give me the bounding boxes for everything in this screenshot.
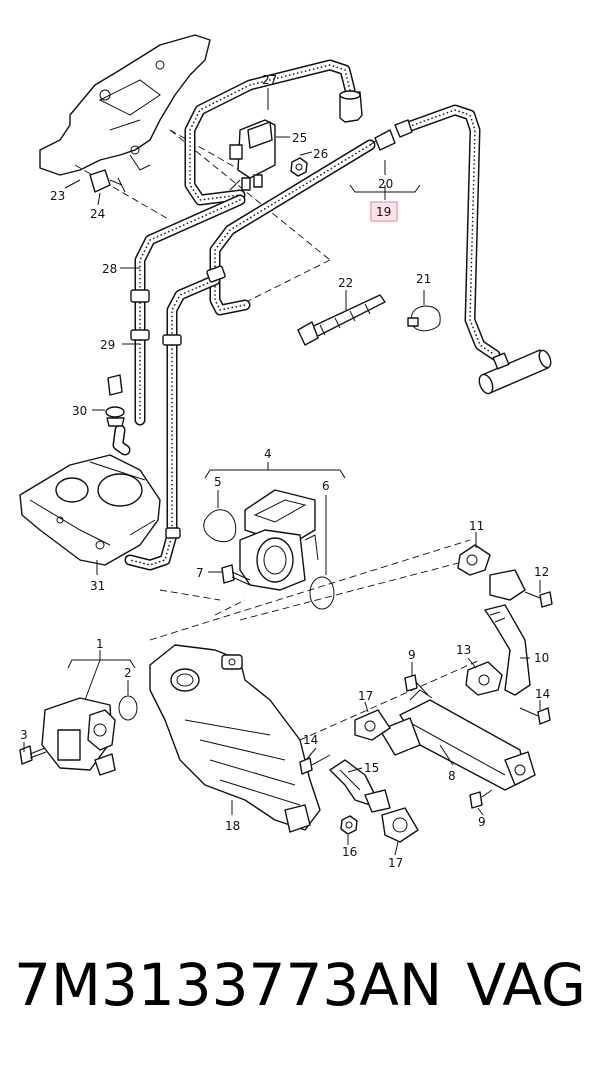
- cable-tie: [297, 294, 386, 346]
- hose-cap: [339, 90, 363, 123]
- hose-connectors: [130, 119, 413, 539]
- label-27: 27: [262, 73, 277, 87]
- label-28: 28: [102, 262, 117, 276]
- bolt-12: [524, 591, 553, 608]
- nut-26: [290, 157, 308, 177]
- label-25: 25: [292, 131, 307, 145]
- leader-lines: [23, 88, 541, 856]
- label-31: 31: [90, 579, 105, 593]
- label-14-right: 14: [535, 687, 550, 701]
- label-22: 22: [338, 276, 353, 290]
- label-11: 11: [469, 519, 484, 533]
- part-labels: 27 25 26 20 19 23 24 28 22 21 29 30 4 5 …: [20, 73, 550, 870]
- label-12: 12: [534, 565, 549, 579]
- bolt-14-right: [519, 707, 551, 725]
- label-30: 30: [72, 404, 87, 418]
- label-8: 8: [448, 769, 456, 783]
- solenoid-valve: [229, 119, 276, 191]
- o-ring-2: [118, 695, 138, 721]
- label-7: 7: [196, 566, 204, 580]
- gasket-17-lower: [381, 807, 419, 843]
- bolt-3: [19, 745, 47, 765]
- exploded-parts-diagram: 27 25 26 20 19 23 24 28 22 21 29 30 4 5 …: [19, 34, 553, 870]
- flange-gasket-13: [465, 661, 503, 696]
- label-15: 15: [364, 761, 379, 775]
- engine-cover: [19, 454, 161, 566]
- label-21: 21: [416, 272, 431, 286]
- gasket-5: [203, 509, 237, 543]
- label-24: 24: [90, 207, 105, 221]
- brand-name: VAG: [466, 951, 586, 1019]
- footer: 7M3133773AN VAG: [0, 945, 600, 1035]
- label-19: 19: [376, 205, 391, 219]
- egr-pipe: [457, 544, 531, 696]
- part-number: 7M3133773AN: [14, 951, 443, 1019]
- hose-clamp: [407, 305, 441, 332]
- label-17-lower: 17: [388, 856, 403, 870]
- label-2: 2: [124, 666, 132, 680]
- label-3: 3: [20, 728, 28, 742]
- label-26: 26: [313, 147, 328, 161]
- intake-manifold: [149, 644, 321, 833]
- label-29: 29: [100, 338, 115, 352]
- hose-end-fitting: [478, 349, 552, 395]
- label-14-left: 14: [303, 733, 318, 747]
- sensor-24: [89, 169, 126, 193]
- non-return-valve: [369, 129, 396, 151]
- mounting-bracket: [39, 34, 211, 176]
- assembly-lines: [74, 129, 481, 741]
- label-16: 16: [342, 845, 357, 859]
- highlight-box-19: [370, 201, 398, 222]
- label-4: 4: [264, 447, 272, 461]
- label-5: 5: [214, 475, 222, 489]
- label-9-upper: 9: [408, 648, 416, 662]
- label-1: 1: [96, 637, 104, 651]
- label-9-lower: 9: [478, 815, 486, 829]
- egr-cooler: [379, 689, 536, 791]
- flange-17-upper: [354, 709, 391, 741]
- bolt-9-lower: [469, 789, 493, 809]
- label-17-upper: 17: [358, 689, 373, 703]
- label-23: 23: [50, 189, 65, 203]
- bolt-7: [221, 564, 251, 586]
- label-18: 18: [225, 819, 240, 833]
- nut-16: [340, 815, 358, 835]
- egr-valve: [41, 697, 116, 776]
- label-10: 10: [534, 651, 549, 665]
- throttle-body: [239, 489, 319, 591]
- label-20: 20: [378, 177, 393, 191]
- pipe-15: [329, 759, 391, 813]
- label-13: 13: [456, 643, 471, 657]
- connector-30: [105, 374, 125, 427]
- o-ring-6: [309, 576, 335, 610]
- label-6: 6: [322, 479, 330, 493]
